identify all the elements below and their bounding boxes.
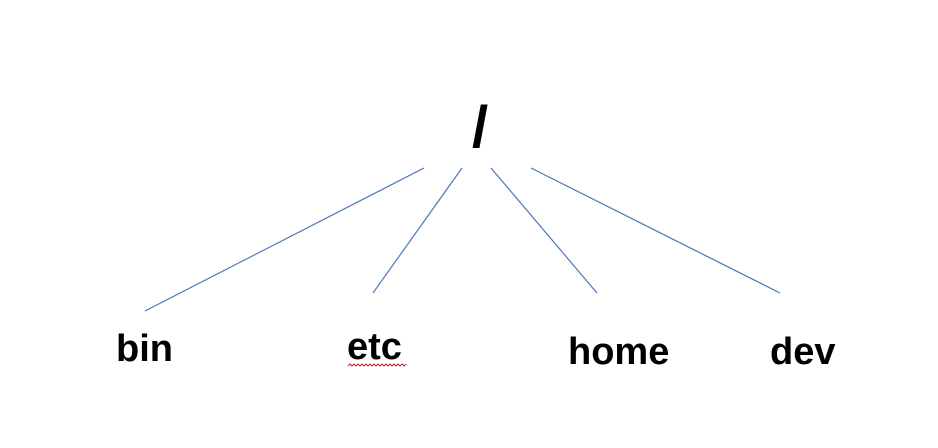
edge-root-to-home bbox=[490, 167, 598, 294]
root-node-label: / bbox=[472, 95, 488, 160]
edge-root-to-bin bbox=[144, 167, 425, 312]
spellcheck-underline bbox=[347, 363, 407, 367]
node-label-dev: dev bbox=[770, 331, 835, 373]
edge-root-to-dev bbox=[530, 167, 781, 294]
edge-root-to-etc bbox=[372, 167, 463, 294]
node-label-home: home bbox=[568, 331, 669, 373]
node-label-etc: etc bbox=[347, 326, 402, 368]
node-label-bin: bin bbox=[116, 328, 173, 370]
